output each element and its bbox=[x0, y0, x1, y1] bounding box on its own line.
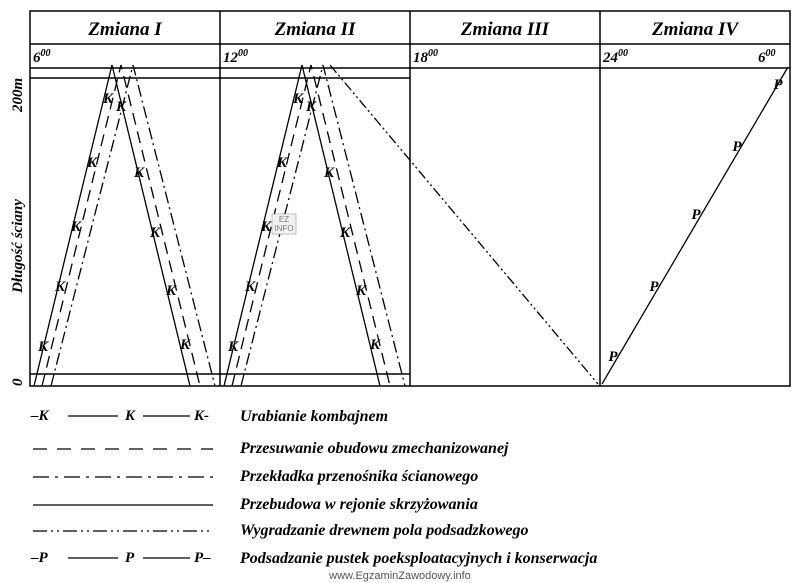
cutting-marker: K bbox=[355, 283, 367, 299]
time-label-2400: 2400 bbox=[602, 48, 628, 66]
time-label-0600-next: 600 bbox=[758, 48, 776, 66]
shift-1-markers: K K K K K K K K K K bbox=[37, 91, 191, 355]
cutting-marker: K bbox=[54, 279, 66, 295]
legend-marker-prefix: –P bbox=[30, 550, 49, 566]
legend: –K K K- Urabianie kombajnem Przesuwanie … bbox=[30, 408, 597, 567]
cutting-marker: K bbox=[86, 155, 98, 171]
legend-row-dashdot: Przekładka przenośnika ścianowego bbox=[33, 468, 478, 485]
cutting-marker: K bbox=[339, 225, 351, 241]
shift-1-header: Zmiana I bbox=[87, 19, 162, 40]
cutting-marker: K bbox=[37, 339, 49, 355]
backfill-marker: P bbox=[732, 139, 742, 155]
time-label-1800: 1800 bbox=[413, 48, 438, 66]
backfill-marker: P bbox=[649, 279, 659, 295]
legend-row-solid: Przebudowa w rejonie skrzyżowania bbox=[33, 496, 478, 513]
shift-4-header: Zmiana IV bbox=[651, 19, 739, 40]
cutting-marker: K bbox=[305, 99, 317, 115]
legend-label-dashdot: Przekładka przenośnika ścianowego bbox=[239, 468, 478, 485]
shift-2-lines bbox=[223, 64, 406, 387]
shift-1-lines bbox=[33, 64, 216, 387]
backfill-marker: P bbox=[691, 207, 701, 223]
legend-label-solid: Przebudowa w rejonie skrzyżowania bbox=[239, 496, 478, 513]
stamp-line-1: EZ bbox=[279, 215, 289, 224]
cutting-marker: K bbox=[70, 219, 82, 235]
cutting-line bbox=[33, 64, 191, 387]
shift-3-header: Zmiana III bbox=[460, 19, 550, 40]
legend-label-dashdotdot: Wygradzanie drewnem pola podsadzkowego bbox=[240, 522, 528, 539]
legend-label-dashed: Przesuwanie obudowu zmechanizowanej bbox=[239, 440, 509, 457]
cutting-marker: K bbox=[244, 279, 256, 295]
shift-4-markers: P P P P P bbox=[608, 77, 783, 365]
legend-row-dashdotdot: Wygradzanie drewnem pola podsadzkowego bbox=[33, 522, 528, 539]
cutting-marker: K bbox=[260, 219, 272, 235]
backfill-marker: P bbox=[773, 77, 783, 93]
y-axis-bottom-label: 0 bbox=[10, 378, 26, 386]
timbering-line bbox=[329, 64, 599, 385]
watermark-text: www.EgzaminZawodowy.info bbox=[328, 570, 471, 582]
cutting-marker: K bbox=[133, 165, 145, 181]
legend-marker-prefix: –K bbox=[30, 408, 50, 424]
table-grid bbox=[29, 10, 791, 387]
time-label-1200: 1200 bbox=[223, 48, 248, 66]
cutting-marker: K bbox=[115, 99, 127, 115]
conveyor-line bbox=[50, 64, 216, 387]
y-axis-top-label: 200m bbox=[10, 78, 26, 113]
legend-row-backfill: –P P P– Podsadzanie pustek poeksploatacy… bbox=[30, 550, 597, 567]
cutting-marker: K bbox=[292, 91, 304, 107]
legend-row-cutting: –K K K- Urabianie kombajnem bbox=[30, 408, 388, 425]
stamp-logo: EZ INFO bbox=[271, 213, 297, 235]
cutting-marker: K bbox=[165, 283, 177, 299]
shift-2-header: Zmiana II bbox=[274, 19, 356, 40]
legend-marker-suffix: K- bbox=[193, 408, 209, 424]
legend-marker-mid: P bbox=[125, 550, 135, 566]
legend-label-backfill: Podsadzanie pustek poeksploatacyjnych i … bbox=[239, 550, 597, 567]
legend-row-dashed: Przesuwanie obudowu zmechanizowanej bbox=[33, 440, 509, 457]
cutting-marker: K bbox=[102, 91, 114, 107]
shift-2-markers: K K K K K K K K K K bbox=[227, 91, 381, 355]
y-axis-title: Długość ściany bbox=[10, 199, 26, 294]
cutting-marker: K bbox=[323, 165, 335, 181]
cutting-marker: K bbox=[179, 337, 191, 353]
legend-label-cutting: Urabianie kombajnem bbox=[240, 408, 388, 425]
cutting-marker: K bbox=[227, 339, 239, 355]
cutting-marker: K bbox=[369, 337, 381, 353]
support-shift-line bbox=[41, 64, 201, 387]
backfill-line bbox=[601, 66, 789, 385]
stamp-line-2: INFO bbox=[274, 224, 293, 233]
support-shift-line bbox=[231, 64, 391, 387]
cutting-marker: K bbox=[276, 155, 288, 171]
cutting-marker: K bbox=[149, 225, 161, 241]
legend-marker-suffix: P– bbox=[194, 550, 211, 566]
conveyor-line bbox=[240, 64, 406, 387]
time-label-0600: 600 bbox=[33, 48, 51, 66]
legend-marker-mid: K bbox=[124, 408, 136, 424]
backfill-marker: P bbox=[608, 349, 618, 365]
cutting-line bbox=[223, 64, 381, 387]
